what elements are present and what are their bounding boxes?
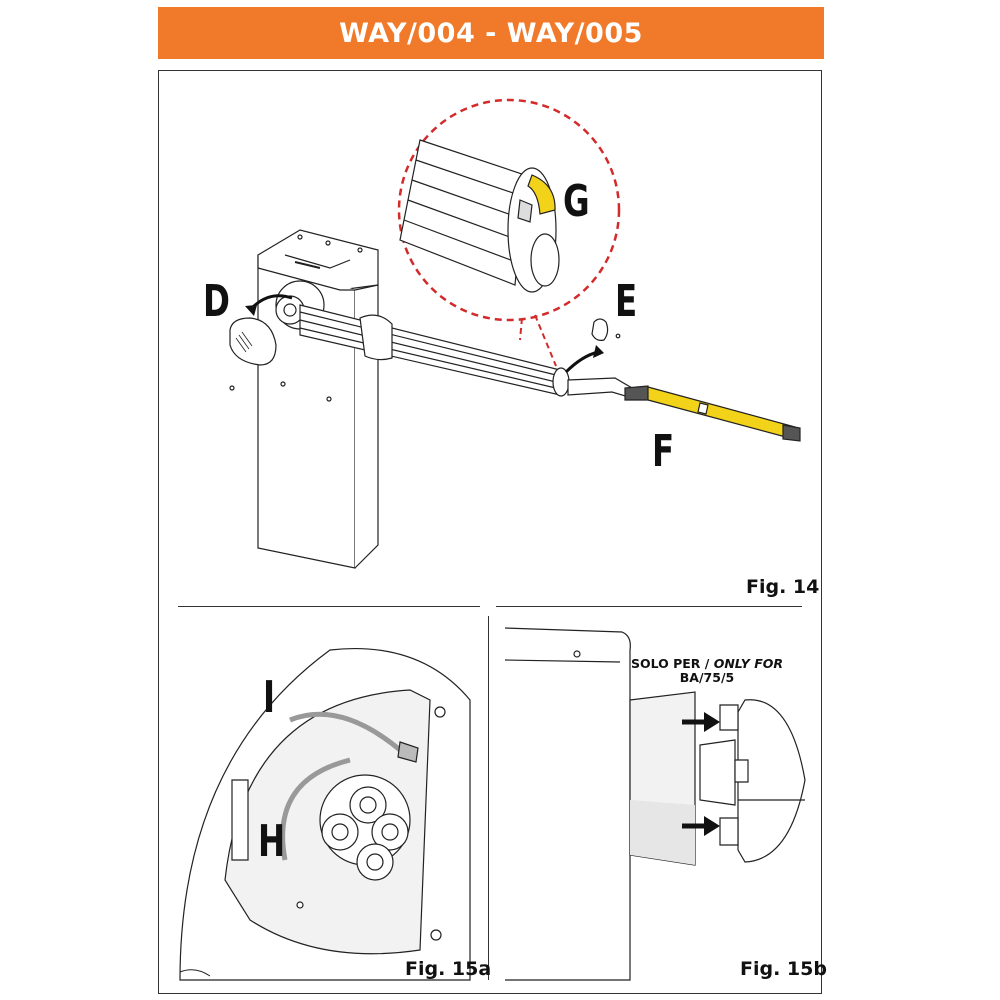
callout-f: F [652,426,675,477]
figure-frame [158,70,822,994]
barrier-cabinet [257,229,379,569]
divider-right [496,606,802,607]
fig15b-label: Fig. 15b [740,958,827,980]
solo-per-text: SOLO PER / [630,656,714,671]
callout-h: H [258,816,286,867]
callout-e: E [615,276,638,327]
divider-vertical [488,616,489,980]
fig15a-detail [179,647,471,981]
fig15a-label: Fig. 15a [405,958,492,980]
arrow-e [564,350,599,374]
callout-d: D [203,276,230,327]
divider-left [178,606,480,607]
header-title: WAY/004 - WAY/005 [339,17,643,49]
callout-i: I [263,672,276,723]
boom-tip [567,377,801,442]
header-bar: WAY/004 - WAY/005 [158,7,824,59]
only-for-text: ONLY FOR [713,656,784,671]
end-cap [591,318,621,341]
only-for-note: SOLO PER / ONLY FOR BA/75/5 [612,657,802,685]
model-text: BA/75/5 [679,670,735,685]
zoom-detail [399,139,560,293]
callout-g: G [563,176,590,227]
boom-arm [299,304,570,397]
fig15b-detail [504,627,806,981]
fig14-label: Fig. 14 [746,576,820,598]
